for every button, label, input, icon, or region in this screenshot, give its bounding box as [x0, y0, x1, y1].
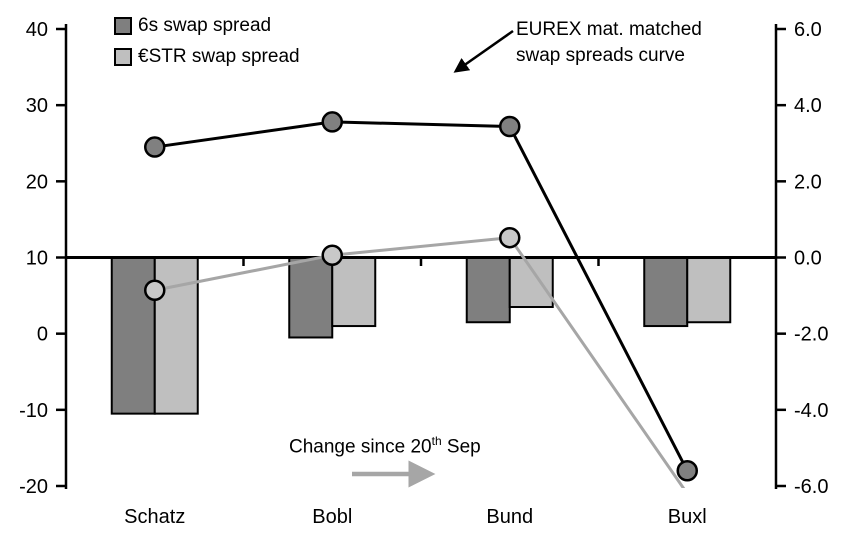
change-annotation: Change since 20th Sep	[289, 434, 481, 458]
change-annotation-text: Change since 20	[289, 436, 432, 458]
legend-label-estr: €STR swap spread	[138, 46, 300, 67]
bar	[465, 256, 511, 324]
legend-item-estr: €STR swap spread	[114, 46, 300, 68]
category-label: Buxl	[668, 506, 707, 528]
data-point-marker	[499, 226, 521, 249]
curve-annotation-line1: EUREX mat. matched	[516, 19, 702, 40]
data-point-marker	[321, 111, 343, 133]
legend-label-6s: 6s swap spread	[138, 15, 272, 36]
legend-swatch-estr	[114, 48, 132, 66]
data-point-marker	[144, 136, 166, 158]
curve-annotation-line2: swap spreads curve	[516, 45, 685, 66]
left-axis-tick-label: 30	[26, 95, 48, 117]
bar	[331, 256, 377, 328]
x-axis-labels: Schatz Bobl Bund Buxl	[124, 506, 707, 528]
right-axis-tick-label: -4.0	[794, 400, 828, 422]
change-annotation-text-suffix: Sep	[441, 436, 481, 458]
left-axis-tick-label: -10	[19, 400, 48, 422]
data-point-marker	[676, 460, 698, 482]
chart-legend: 6s swap spread €STR swap spread	[114, 15, 300, 68]
data-point-marker	[144, 279, 166, 302]
line-6s	[154, 120, 689, 472]
bar	[288, 256, 334, 339]
right-axis-tick-label: 6.0	[794, 19, 822, 41]
curve-annotation-arrow-icon	[453, 29, 514, 73]
left-axis-tick-label: 40	[26, 19, 48, 41]
category-label: Bund	[486, 506, 533, 528]
bar	[110, 256, 156, 415]
change-annotation-sup: th	[431, 434, 442, 448]
bar	[153, 256, 199, 415]
bar	[643, 256, 689, 328]
bar	[686, 256, 732, 324]
line-estr	[154, 236, 686, 488]
markers-6s	[144, 111, 698, 482]
legend-item-6s: 6s swap spread	[114, 15, 300, 37]
right-axis: 6.0 4.0 2.0 0.0 -2.0 -4.0 -6.0	[774, 19, 828, 498]
markers-estr	[144, 226, 521, 302]
left-axis: 40 30 20 10 0 -10 -20	[19, 19, 68, 498]
line-path	[154, 120, 689, 472]
right-axis-tick-label: -6.0	[794, 476, 828, 498]
right-axis-tick-label: -2.0	[794, 324, 828, 346]
data-point-marker	[499, 115, 521, 138]
left-axis-tick-label: 20	[26, 171, 48, 193]
right-axis-tick-label: 4.0	[794, 95, 822, 117]
line-path	[154, 236, 686, 488]
data-point-marker	[321, 244, 343, 266]
left-axis-tick-label: 10	[26, 248, 48, 270]
left-axis-tick-label: 0	[37, 324, 48, 346]
category-label: Bobl	[312, 506, 352, 528]
legend-swatch-6s	[114, 17, 132, 35]
curve-annotation: EUREX mat. matched swap spreads curve	[516, 17, 702, 69]
right-axis-tick-label: 2.0	[794, 171, 822, 193]
left-axis-tick-label: -20	[19, 476, 48, 498]
right-axis-tick-label: 0.0	[794, 248, 822, 270]
bar	[508, 256, 554, 309]
category-label: Schatz	[124, 506, 185, 528]
